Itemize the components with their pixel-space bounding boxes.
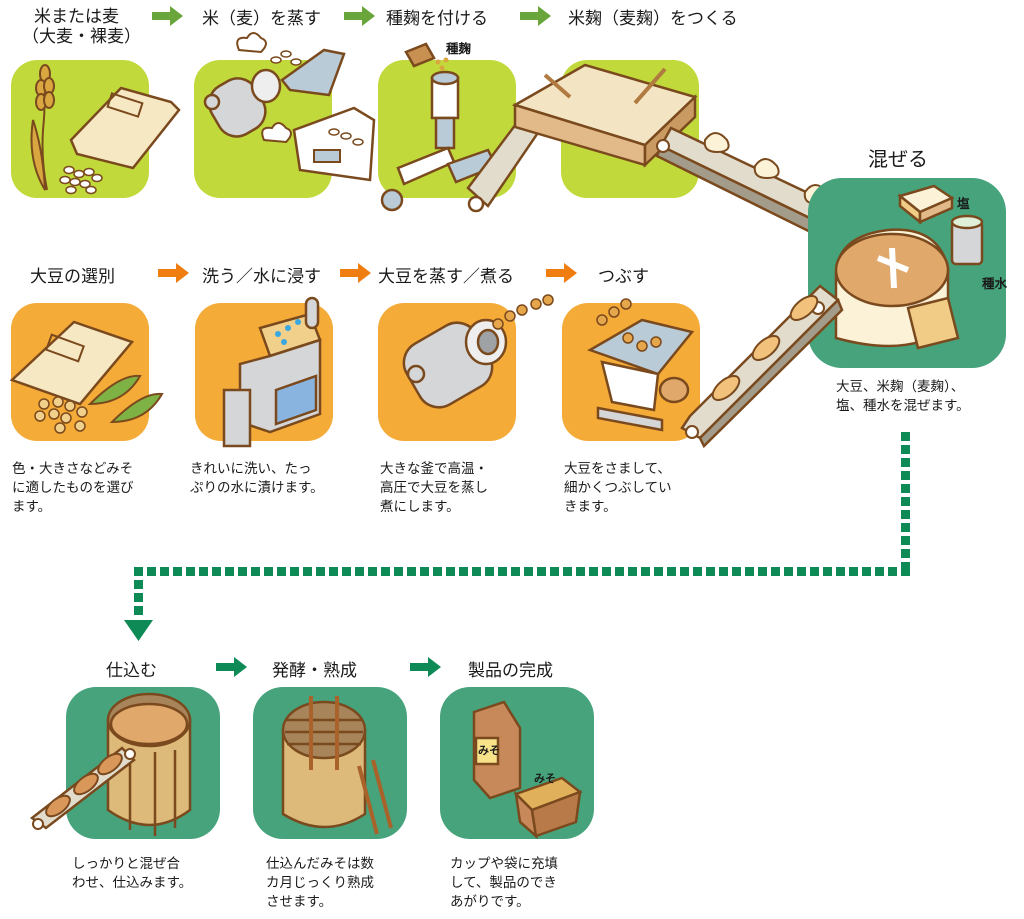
steamer-icon [203,32,376,182]
step-desc-crush: 大豆をさまして、 細かくつぶしてい きます。 [564,461,672,515]
koji-starter-label: 種麹 [446,41,472,56]
flow-dashed-line [134,567,910,576]
flow-dashed-line [134,567,143,619]
step-title-steam-rice: 米（麦）を蒸す [202,9,321,29]
step-title-mix: 混ぜる [868,147,928,171]
step-title-select-soybeans: 大豆の選別 [30,267,115,287]
step-title-add-koji-starter: 種麹を付ける [386,9,488,29]
step-title-rice-or-barley: 米または麦 [34,7,119,27]
arrow-right-icon [410,657,441,677]
arrow-right-icon [216,657,247,677]
step-title-ferment: 発酵・熟成 [272,661,357,681]
step-desc-ferment: 仕込んだみそは数 カ月じっくり熟成 させます。 [266,856,374,910]
step-desc-steam: 大きな釜で高温・ 高圧で大豆を蒸し 煮にします。 [380,461,488,515]
arrow-right-icon [158,263,189,283]
flow-dashed-line [901,432,910,572]
step-title-finished: 製品の完成 [468,661,553,681]
miso-bag-label: みそ [478,744,500,757]
barrel-ladder-icon [281,696,393,835]
starter-water-label: 種水 [982,276,1008,291]
salt-label: 塩 [957,196,970,211]
arrow-right-icon [546,263,577,283]
step-desc-wash: きれいに洗い、たっ ぷりの水に漬けます。 [190,461,324,496]
step-title-prepare: 仕込む [106,661,157,681]
step-title-crush: つぶす [598,267,649,287]
miso-cup-label: みそ [534,772,556,785]
arrow-right-icon [520,6,551,26]
soybean-sack-icon [9,320,164,434]
barrel-fill-icon [29,692,192,836]
arrow-right-icon [344,6,375,26]
step-title-wash-soak: 洗う／水に浸す [202,267,321,287]
arrow-right-icon [152,6,183,26]
step-desc-select: 色・大きさなどみそ に適したものを選び ます。 [12,461,134,515]
step-desc-finished: カップや袋に充填 して、製品のでき あがりです。 [450,856,558,910]
step-title-steam-boil: 大豆を蒸す／煮る [378,267,514,287]
grinder-icon [587,298,695,432]
mixer-icon [834,184,984,350]
step-title-make-koji: 米麹（麦麹）をつくる [568,9,738,29]
arrow-right-icon [340,263,371,283]
miso-package-icon [472,700,583,840]
pressure-cooker-icon [402,294,554,409]
washer-icon [222,296,322,448]
grain-sack-icon [30,64,181,195]
step-title-barley-types: （大麦・裸麦） [22,27,141,47]
arrow-down-icon [124,620,153,641]
step-desc-mix: 大豆、米麹（麦麹）、 塩、種水を混ぜます。 [836,379,970,414]
step-desc-prepare: しっかりと混ぜ合 わせ、仕込みます。 [72,856,193,891]
conveyor-belt-icon [680,284,844,449]
